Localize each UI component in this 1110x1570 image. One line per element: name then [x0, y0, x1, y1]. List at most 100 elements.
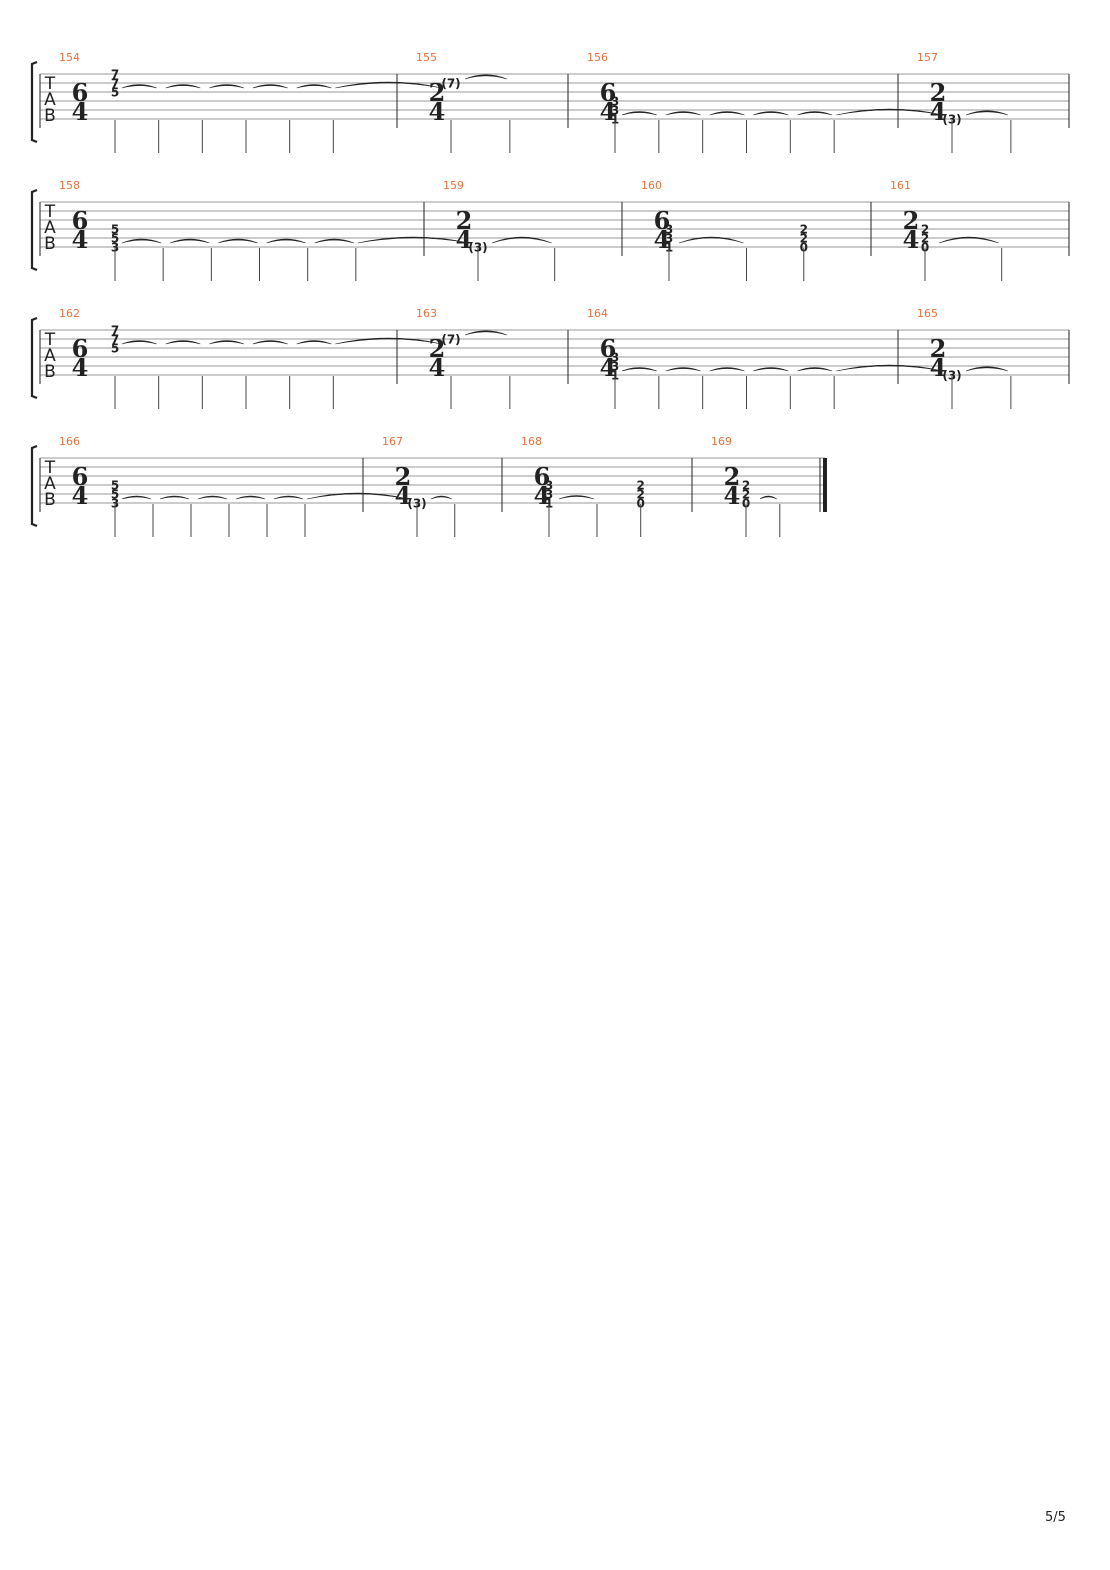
tie-arc: [209, 340, 245, 345]
fret-number: (3): [942, 369, 961, 383]
fret-number: 2: [742, 488, 750, 502]
tie-arc: [235, 495, 266, 500]
tie-arc: [306, 492, 409, 500]
time-signature-bottom: 4: [534, 481, 551, 510]
fret-number: 7: [111, 333, 119, 347]
fret-number: 5: [111, 479, 119, 493]
measure-number: 155: [416, 51, 437, 64]
tab-clef-letter: B: [44, 234, 56, 254]
tie-arc: [621, 111, 657, 116]
fret-number: 7: [111, 68, 119, 82]
tie-arc: [209, 84, 245, 89]
measure-number: 160: [641, 179, 662, 192]
measure-number: 161: [890, 179, 911, 192]
tie-arc: [678, 236, 744, 244]
tab-clef-letter: A: [44, 218, 56, 238]
fret-number: 0: [921, 241, 929, 255]
time-signature-bottom: 4: [654, 225, 671, 254]
time-signature-top: 6: [600, 78, 617, 107]
tie-arc: [621, 367, 657, 372]
fret-number: 3: [545, 479, 553, 493]
tab-clef-letter: B: [44, 106, 56, 126]
tie-arc: [335, 337, 443, 345]
tie-arc: [836, 364, 944, 372]
fret-number: 3: [545, 488, 553, 502]
measure-number: 162: [59, 307, 80, 320]
time-signature-top: 2: [930, 78, 947, 107]
tie-arc: [759, 495, 777, 500]
time-signature-top: 6: [72, 334, 89, 363]
measure-number: 154: [59, 51, 80, 64]
time-signature-top: 6: [72, 206, 89, 235]
tie-arc: [753, 367, 789, 372]
fret-number: 5: [111, 488, 119, 502]
tie-arc: [121, 84, 157, 89]
measure-number: 158: [59, 179, 80, 192]
time-signature-top: 6: [600, 334, 617, 363]
tie-arc: [266, 238, 306, 244]
tie-arc: [273, 495, 304, 500]
fret-number: 2: [742, 479, 750, 493]
page-number: 5/5: [1045, 1510, 1066, 1525]
time-signature-bottom: 4: [395, 481, 412, 510]
fret-number: (3): [942, 113, 961, 127]
time-signature-top: 2: [456, 206, 473, 235]
tab-clef-letter: T: [44, 202, 56, 222]
tab-clef-letter: A: [44, 90, 56, 110]
tab-clef-letter: B: [44, 362, 56, 382]
time-signature-bottom: 4: [72, 353, 89, 382]
tie-arc: [252, 340, 288, 345]
fret-number: 5: [111, 342, 119, 356]
tie-arc: [252, 84, 288, 89]
fret-number: 0: [800, 241, 808, 255]
fret-number: 2: [921, 232, 929, 246]
tie-arc: [965, 110, 1008, 116]
fret-number: 3: [111, 241, 119, 255]
fret-number: (7): [441, 77, 460, 91]
time-signature-top: 2: [724, 462, 741, 491]
tie-arc: [197, 495, 228, 500]
measure-number: 166: [59, 435, 80, 448]
fret-number: 0: [742, 497, 750, 511]
fret-number: 2: [637, 479, 645, 493]
fret-number: 2: [800, 232, 808, 246]
time-signature-top: 6: [72, 78, 89, 107]
time-signature-top: 2: [930, 334, 947, 363]
tie-arc: [797, 111, 833, 116]
measure-number: 164: [587, 307, 608, 320]
fret-number: 3: [611, 95, 619, 109]
time-signature-top: 6: [534, 462, 551, 491]
measure-number: 165: [917, 307, 938, 320]
tie-arc: [121, 340, 157, 345]
tie-arc: [836, 108, 944, 116]
tie-arc: [430, 495, 452, 500]
fret-number: 3: [611, 360, 619, 374]
tie-arc: [464, 330, 507, 336]
fret-number: 1: [665, 241, 673, 255]
time-signature-bottom: 4: [72, 97, 89, 126]
time-signature-bottom: 4: [429, 353, 446, 382]
fret-number: 5: [111, 86, 119, 100]
fret-number: 7: [111, 324, 119, 338]
time-signature-top: 2: [395, 462, 412, 491]
time-signature-bottom: 4: [72, 225, 89, 254]
fret-number: 1: [611, 113, 619, 127]
tab-clef-letter: T: [44, 74, 56, 94]
measure-number: 167: [382, 435, 403, 448]
system-brace: [30, 188, 38, 272]
tie-arc: [709, 111, 745, 116]
measure-number: 157: [917, 51, 938, 64]
time-signature-bottom: 4: [72, 481, 89, 510]
fret-number: 2: [921, 223, 929, 237]
fret-number: 3: [611, 351, 619, 365]
time-signature-bottom: 4: [930, 97, 947, 126]
time-signature-top: 6: [72, 462, 89, 491]
tab-clef-letter: T: [44, 458, 56, 478]
fret-number: 3: [665, 223, 673, 237]
fret-number: 5: [111, 232, 119, 246]
time-signature-bottom: 4: [456, 225, 473, 254]
measure-number: 168: [521, 435, 542, 448]
time-signature-bottom: 4: [600, 353, 617, 382]
fret-number: 0: [637, 497, 645, 511]
